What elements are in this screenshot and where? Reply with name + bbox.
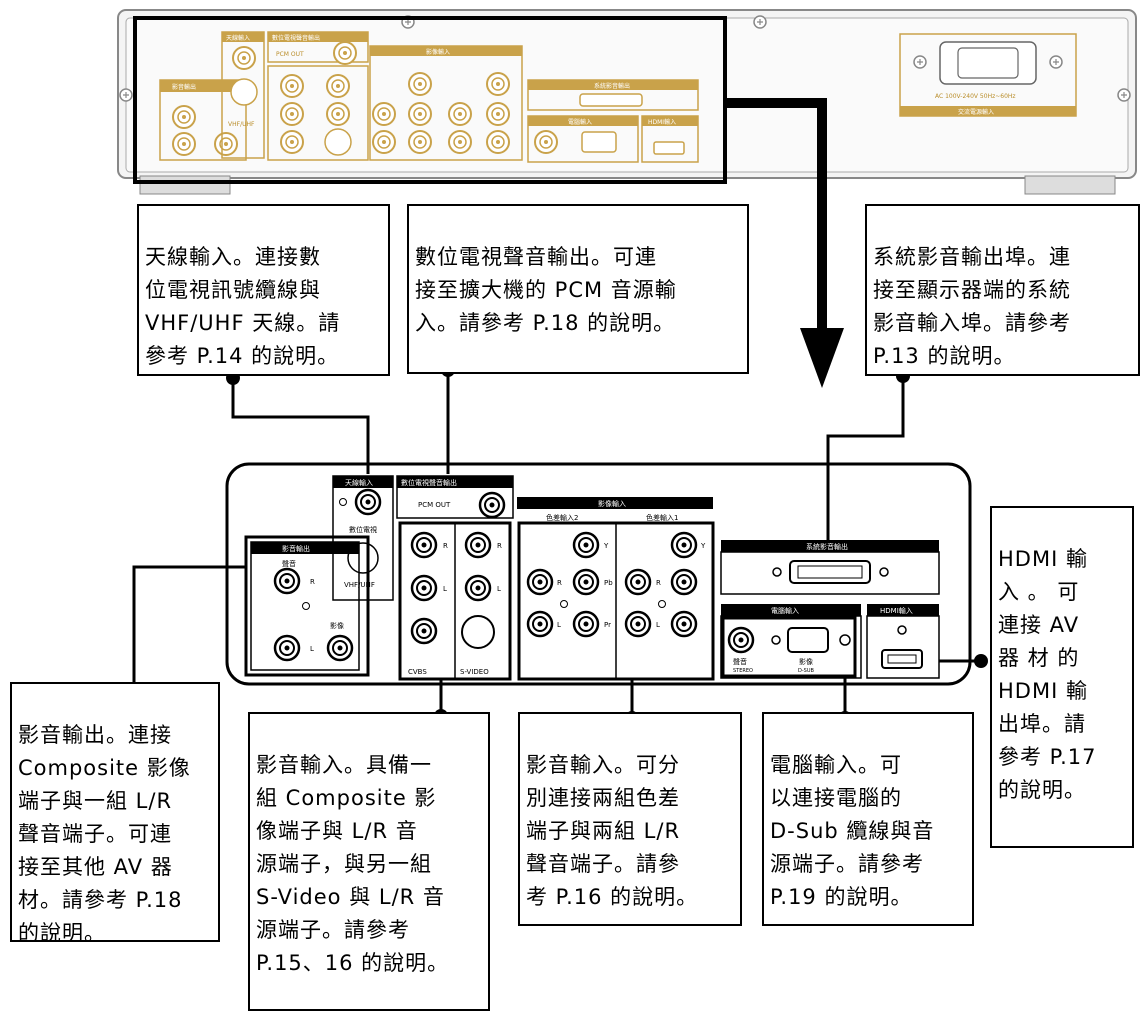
port-l-label: L xyxy=(497,585,501,593)
port-pb-label: Pb xyxy=(604,579,613,587)
screw-icon xyxy=(1117,88,1131,102)
panel-system-av-label: 系統影音輸出 xyxy=(806,542,848,551)
callout-digital-audio: 數位電視聲音輸出。可連 接至擴大機的 PCM 音源輸 入。請參考 P.18 的說… xyxy=(407,204,749,374)
panel-hdmi-label: HDMI輸入 xyxy=(880,606,913,615)
top-pc-in-label: 電腦輸入 xyxy=(568,118,592,126)
panel-pc-audio-label: 聲音 xyxy=(733,657,747,666)
top-video-in-label: 影像輸入 xyxy=(426,48,450,56)
port-l-label: L xyxy=(557,621,561,629)
panel-pc-video-label: 影像 xyxy=(799,657,813,666)
callout-hdmi-text: HDMI 輸 入 。 可 連接 AV 器 材 的 HDMI 輸 出埠。請 參考 … xyxy=(998,547,1097,802)
callout-av-out: 影音輸出。連接 Composite 影像 端子與一組 L/R 聲音端子。可連 接… xyxy=(10,682,220,942)
panel-pcm-label: PCM OUT xyxy=(418,501,451,509)
top-digital-audio-label: 數位電視聲音輸出 xyxy=(272,34,320,42)
pc-audio-port-icon xyxy=(727,626,755,654)
callout-antenna-text: 天線輸入。連接數 位電視訊號纜線與 VHF/UHF 天線。請 參考 P.14 的… xyxy=(145,245,341,368)
port-l-label: L xyxy=(443,585,447,593)
panel-svideo-label: S-VIDEO xyxy=(460,668,489,676)
s-video-port-icon xyxy=(461,615,495,649)
top-pcm-label: PCM OUT xyxy=(276,51,304,58)
panel-pc-in-label: 電腦輸入 xyxy=(771,606,799,615)
panel-digital-audio-label: 數位電視聲音輸出 xyxy=(401,478,457,487)
top-antenna-label: 天線輸入 xyxy=(226,34,250,42)
panel-dsub-label: D-SUB xyxy=(798,668,814,674)
device-rear-top: 影音輸出 天線輸入 VHF/UHF 數位電視聲音輸出 PCM OUT 影像輸入 … xyxy=(117,9,1137,195)
system-av-connector-icon xyxy=(789,560,871,584)
top-power-spec: AC 100V-240V 50Hz~60Hz xyxy=(935,93,1016,100)
rear-panel-zoom: 天線輸入 數位電視 VHF/UHF 數位電視聲音輸出 PCM OUT 影音輸出 … xyxy=(225,462,972,686)
d-sub-port-icon xyxy=(787,627,829,653)
callout-component-text: 影音輸入。可分 別連接兩組色差 端子與兩組 L/R 聲音端子。請參 考 P.16… xyxy=(526,753,699,909)
callout-digital-audio-text: 數位電視聲音輸出。可連 接至擴大機的 PCM 音源輸 入。請參考 P.18 的說… xyxy=(415,245,677,335)
callout-system-av: 系統影音輸出埠。連 接至顯示器端的系統 影音輸入埠。請參考 P.13 的說明。 xyxy=(865,204,1140,376)
port-r-label: R xyxy=(557,579,562,587)
port-l-label: L xyxy=(656,621,660,629)
panel-digital-tv-label: 數位電視 xyxy=(349,525,377,534)
port-pr-label: Pr xyxy=(604,621,611,629)
callout-pc-text: 電腦輸入。可 以連接電腦的 D-Sub 纜線與音 源端子。請參考 P.19 的說… xyxy=(770,753,935,909)
callout-av-out-text: 影音輸出。連接 Composite 影像 端子與一組 L/R 聲音端子。可連 接… xyxy=(18,723,191,942)
highlight-frame xyxy=(133,16,727,184)
top-system-av-label: 系統影音輸出 xyxy=(594,82,630,90)
port-y-label: Y xyxy=(700,542,706,550)
panel-video-in-label: 影像輸入 xyxy=(598,499,626,508)
port-y-label: Y xyxy=(603,542,609,550)
callout-system-av-text: 系統影音輸出埠。連 接至顯示器端的系統 影音輸入埠。請參考 P.13 的說明。 xyxy=(873,245,1071,368)
port-r-label: R xyxy=(310,578,315,586)
callout-component: 影音輸入。可分 別連接兩組色差 端子與兩組 L/R 聲音端子。請參 考 P.16… xyxy=(518,712,742,926)
panel-component2-label: 色差輸入2 xyxy=(546,513,578,522)
top-hdmi-label: HDMI輸入 xyxy=(648,118,676,126)
port-r-label: R xyxy=(656,579,661,587)
top-power-label: 交流電源輸入 xyxy=(958,108,994,116)
top-av-out-label: 影音輸出 xyxy=(172,83,196,91)
panel-audio-label: 聲音 xyxy=(282,559,296,568)
down-arrow xyxy=(726,98,844,388)
panel-antenna-label: 天線輸入 xyxy=(345,478,373,487)
port-r-label: R xyxy=(497,542,502,550)
top-vhf-label: VHF/UHF xyxy=(228,121,255,128)
callout-antenna: 天線輸入。連接數 位電視訊號纜線與 VHF/UHF 天線。請 參考 P.14 的… xyxy=(137,204,390,376)
port-r-label: R xyxy=(443,542,448,550)
callout-av-in-text: 影音輸入。具備一 組 Composite 影 像端子與 L/R 音 源端子，與另… xyxy=(256,753,450,975)
callout-pc: 電腦輸入。可 以連接電腦的 D-Sub 纜線與音 源端子。請參考 P.19 的說… xyxy=(762,712,974,926)
callout-hdmi: HDMI 輸 入 。 可 連接 AV 器 材 的 HDMI 輸 出埠。請 參考 … xyxy=(990,506,1134,848)
panel-av-out-label: 影音輸出 xyxy=(282,544,310,553)
antenna-port-icon xyxy=(354,488,382,516)
panel-component1-label: 色差輸入1 xyxy=(646,513,678,522)
callout-av-in: 影音輸入。具備一 組 Composite 影 像端子與 L/R 音 源端子，與另… xyxy=(248,712,490,1011)
screw-icon xyxy=(119,88,133,102)
panel-stereo-label: STEREO xyxy=(733,668,753,674)
panel-video-label: 影像 xyxy=(330,621,344,630)
screw-icon xyxy=(753,15,767,29)
panel-cvbs-label: CVBS xyxy=(408,668,427,676)
port-l-label: L xyxy=(310,645,314,653)
pcm-out-port-icon xyxy=(478,491,506,519)
composite-out-port-icon xyxy=(326,634,354,662)
